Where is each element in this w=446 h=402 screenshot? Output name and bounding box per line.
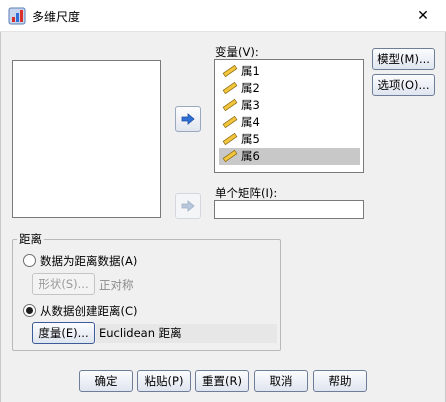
- shape-value: 正对称: [99, 278, 134, 292]
- source-variable-list[interactable]: [12, 60, 161, 218]
- options-button[interactable]: 选项(O)...: [372, 74, 435, 96]
- reset-button[interactable]: 重置(R): [195, 370, 249, 392]
- list-item-selected[interactable]: 属6: [219, 148, 360, 165]
- move-to-variables-button[interactable]: [175, 106, 201, 132]
- variables-list[interactable]: 属1 属2 属3 属4 属5 属6: [214, 59, 364, 173]
- list-item[interactable]: 属3: [219, 97, 360, 114]
- scale-ruler-icon: [222, 98, 238, 112]
- model-button[interactable]: 模型(M)...: [372, 48, 435, 70]
- scale-ruler-icon: [222, 115, 238, 129]
- shape-button[interactable]: 形状(S)...: [32, 273, 95, 295]
- title-bar: 多维尺度 ✕: [0, 0, 446, 32]
- list-item[interactable]: 属2: [219, 80, 360, 97]
- dialog-body: 变量(V): 属1 属2 属3 属4 属5 属6 单个矩阵(I): 模型(M).…: [0, 32, 446, 402]
- list-item[interactable]: 属4: [219, 114, 360, 131]
- list-item[interactable]: 属1: [219, 63, 360, 80]
- move-to-matrix-button[interactable]: [175, 193, 201, 219]
- single-matrix-label: 单个矩阵(I):: [215, 186, 278, 200]
- list-item[interactable]: 属5: [219, 131, 360, 148]
- measure-value-strip: Euclidean 距离: [96, 324, 277, 343]
- close-icon[interactable]: ✕: [417, 8, 429, 24]
- single-matrix-field[interactable]: [214, 200, 364, 219]
- measure-button[interactable]: 度量(E)...: [32, 322, 95, 344]
- ok-button[interactable]: 确定: [79, 370, 133, 392]
- distance-groupbox: [12, 239, 281, 351]
- scale-ruler-icon: [222, 81, 238, 95]
- data-is-distance-radio[interactable]: [23, 254, 36, 267]
- help-button[interactable]: 帮助: [313, 370, 367, 392]
- measure-value: Euclidean 距离: [99, 326, 182, 340]
- variable-name: 属6: [241, 149, 260, 163]
- cancel-button[interactable]: 取消: [254, 370, 308, 392]
- create-from-data-label[interactable]: 从数据创建距离(C): [40, 304, 138, 318]
- scale-ruler-icon: [222, 64, 238, 78]
- variable-name: 属1: [241, 64, 260, 78]
- arrow-right-icon: [181, 200, 195, 212]
- create-from-data-radio[interactable]: [23, 304, 36, 317]
- scale-ruler-icon: [222, 132, 238, 146]
- scale-ruler-icon: [222, 149, 238, 163]
- variable-name: 属5: [241, 132, 260, 146]
- paste-button[interactable]: 粘贴(P): [137, 370, 191, 392]
- variable-name: 属3: [241, 98, 260, 112]
- variables-label: 变量(V):: [215, 45, 259, 59]
- variable-name: 属4: [241, 115, 260, 129]
- window-title: 多维尺度: [32, 10, 81, 24]
- arrow-right-icon: [181, 113, 195, 125]
- app-icon: [8, 7, 26, 25]
- data-is-distance-label[interactable]: 数据为距离数据(A): [40, 254, 138, 268]
- variable-name: 属2: [241, 81, 260, 95]
- radio-selected-dot: [26, 307, 33, 314]
- distance-group-title: 距离: [17, 231, 44, 247]
